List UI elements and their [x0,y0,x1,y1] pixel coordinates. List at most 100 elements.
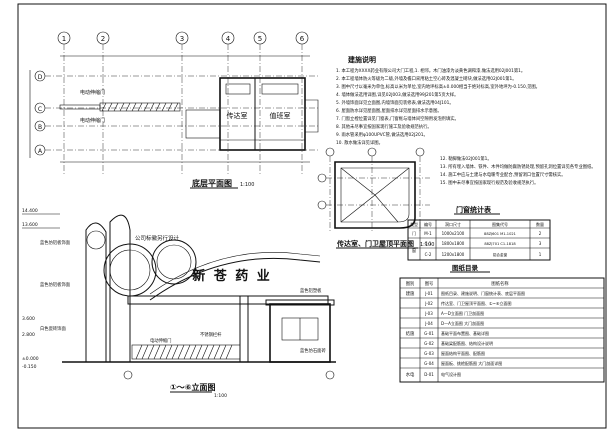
gate-note-1: 电动伸缩门 [80,89,105,96]
index-r9-c1: 水电 [406,371,415,378]
index-r9-c3: 电气设计图 [441,371,461,377]
index-r1-c1: 建施 [406,290,415,297]
note-line-3: 3. 图中尺寸以毫米为单位,标高以米为单位,室内地坪标高±0.000相当于绝对标… [336,83,540,90]
note-line-10: 10. 散水做法详见详图。 [336,139,383,146]
company-label: 公司标徽另行设计 [135,234,180,242]
index-r5-c3: 基础平面布置图、基础详图 [441,330,489,336]
svg-text:C: C [38,106,42,113]
door-th-2: 编号 [424,221,432,227]
roof-plan-title: 传达室、门卫屋顶平面图 [336,239,414,248]
door-r2-c3: 1800x1800 [442,241,465,246]
door-th-1: 类型 [410,221,418,227]
index-r8-c3: 屋面板、挑檐配筋图 大门剖面详图 [441,360,502,366]
note-line-8: 8. 其他未尽事宜按国家现行施工及验收规范执行。 [336,123,432,130]
design-notes: 建施说明 1. 本工程为XXXX药业有限公司大门工程,1. 相邻。木门油漆为淡黄… [336,55,596,186]
round-canopy-2 [151,239,197,285]
door-r2-c5: 3 [539,241,542,246]
index-r4-c3: D—A立面图 大门剖面图 [441,320,484,326]
room-duty-label: 值班室 [270,111,291,120]
index-r3-c3: A—D立面图 门卫剖面图 [441,310,484,316]
note-line-5: 5. 外墙饰面详见立面图,内墙饰面见装修表,做法选用04J101。 [336,99,454,106]
door-r1-c3: 1000x2100 [442,231,465,236]
grid-bubble-c: C [34,102,320,114]
grid-bubble-d: D [34,70,320,82]
door-r3-c2: C-2 [425,252,432,257]
svg-text:1: 1 [62,35,66,43]
roof-plan-scale: 1:100 [420,242,434,248]
svg-text:4: 4 [226,35,231,43]
room-guard-label: 传达室 [227,111,248,120]
telescopic-gate [131,344,241,360]
door-r2-c2: C-1 [425,241,432,246]
level-3600: 3.600 [22,316,35,322]
door-r1-c2: M-1 [424,231,432,236]
elevation-1-6: 14.400 13.600 3.600 2.800 ±0.000 -0.150 … [22,208,336,399]
index-r7-c2: G-03 [424,351,434,356]
index-th-1: 图别 [406,280,415,287]
elev-note-6: 蓝色铝塑板 [300,287,322,294]
index-r6-c3: 基础梁配筋图、结构设计说明 [441,340,493,346]
grid-bubble-6: 6 [295,31,309,175]
index-r2-c3: 传达室、门卫屋顶平面图、①~⑥立面图 [441,300,512,306]
grid-bubble-b: B [34,120,320,132]
notes-title: 建施说明 [348,55,376,64]
elev-note-3: 白色瓷砖饰面 [40,325,66,332]
grid-bubble-2: 2 [96,31,110,175]
grid-bubble-5: 5 [253,31,267,175]
note-line-1: 1. 本工程为XXXX药业有限公司大门工程,1. 相邻。木门油漆为淡黄色调和漆,… [336,67,525,74]
level-000: ±0.000 [22,356,39,362]
note-extra-4: 15. 图中未尽事宜按国家现行规范及验收规范执行。 [440,179,538,186]
grid-bubble-3: 3 [175,31,189,175]
svg-text:5: 5 [258,35,262,43]
elev-note-5: 电动伸缩门 [150,337,171,344]
note-line-2: 2. 本工程墙体防火等级为二级,外墙及檐口采用粘土空心砖及混凝土砌块,做法选用0… [336,75,517,82]
gate-note-2: 电动伸缩门 [80,117,105,124]
elev-note-4: 不锈钢栏杆 [200,331,222,338]
index-r2-c2: J-02 [424,301,433,306]
door-r2-c4: 88ZJ701 C1-1818 [484,242,516,246]
svg-text:D: D [38,74,43,81]
plan-scale: 1:100 [240,182,254,188]
index-r6-c2: G-02 [424,341,434,346]
elev-note-2: 蓝色仿铝板饰面 [40,281,71,288]
note-line-9: 9. 雨水管采用φ100UPVC管,做法选用02J201。 [336,131,428,138]
note-line-6: 6. 屋面防水详见屋面图,屋面排水详见屋面排水示意图。 [336,107,442,114]
plan-title: 底层平面图 [191,178,232,188]
elevation-scale: 1:100 [214,393,227,399]
door-table-title: 门窗统计表 [456,205,492,214]
level-2800: 2.800 [22,332,35,338]
door-r3-c4: 铝合金窗 [493,252,508,257]
index-r7-c3: 屋面结构平面图、配筋图 [441,350,485,356]
door-type-window: 窗 [412,247,416,253]
index-th-3: 图纸名称 [491,280,509,287]
svg-text:3: 3 [180,35,184,43]
door-th-5: 数量 [536,221,544,227]
grid-bubble-a: A [34,144,320,156]
guard-building [185,77,319,151]
svg-text:B: B [38,124,42,131]
note-line-4: 4. 墙体做法选用详图,详见02J003,做法选用99J201第5页大样。 [336,91,458,98]
door-th-3: 洞口尺寸 [445,221,461,227]
door-r1-c5: 2 [539,231,542,236]
elev-note-1: 蓝色仿铝板饰面 [40,239,71,246]
drawing-index: 图纸目录 图别 图号 图纸名称 建施 J-01 图纸目录、建施说明、门窗统计表、… [399,263,605,383]
grid-bubble-1: 1 [57,31,71,175]
svg-text:2: 2 [101,35,105,43]
note-extra-1: 12. 勒脚做法02J001第1。 [440,155,492,162]
note-line-7: 7. 门窗立樘位置详见门窗表,门窗框与墙体间空隙用发泡剂填实。 [336,115,459,122]
index-r8-c2: G-04 [424,361,434,366]
index-title: 图纸目录 [452,263,479,272]
sheet-border [17,3,607,429]
elev-note-7: 蓝色仿石面砖 [300,347,326,354]
index-r3-c2: J-03 [424,311,433,316]
note-extra-2: 13. 所有埋入墙体、铁件、木件均做防腐防锈处理,预留孔洞位置详见各专业图纸。 [440,163,596,170]
svg-text:6: 6 [300,35,305,43]
level-14400: 14.400 [22,208,38,214]
index-r5-c1: 结施 [406,330,415,337]
sign-text: 新 苍 药 业 [192,268,272,284]
level-minus150: -0.150 [22,364,37,370]
elevation-title: ①～⑥立面图 [170,382,216,392]
door-th-4: 图集代号 [492,221,508,227]
index-r4-c2: J-04 [424,321,433,326]
